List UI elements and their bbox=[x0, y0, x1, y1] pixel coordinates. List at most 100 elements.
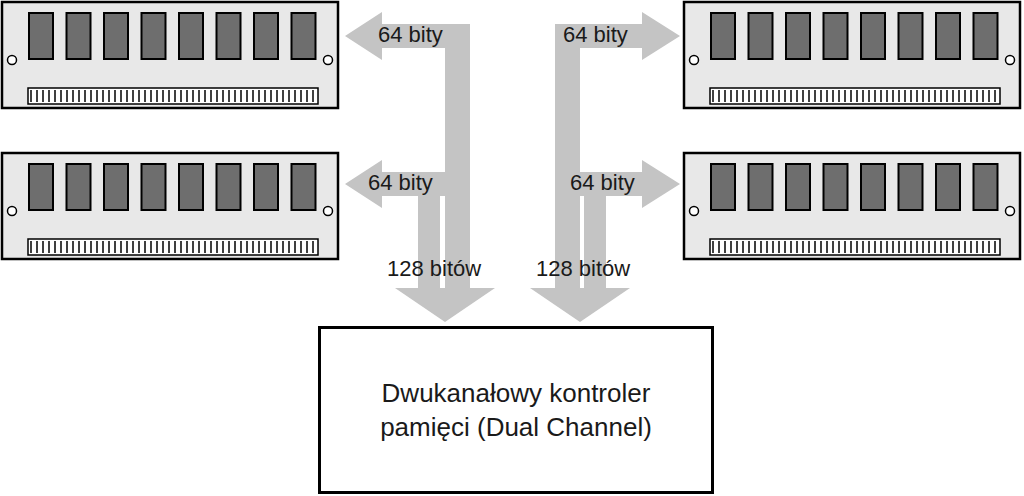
memory-module bbox=[2, 153, 338, 259]
contact-pin bbox=[946, 90, 948, 102]
contact-pin bbox=[964, 241, 966, 253]
contact-pin bbox=[886, 241, 888, 253]
contact-pin bbox=[754, 241, 756, 253]
contact-pin bbox=[186, 241, 188, 253]
contact-pin bbox=[204, 241, 206, 253]
contact-pin bbox=[874, 241, 876, 253]
contact-pin bbox=[84, 241, 86, 253]
contact-pin bbox=[886, 90, 888, 102]
memory-chip bbox=[254, 13, 278, 59]
contact-strip bbox=[28, 88, 318, 104]
contact-pin bbox=[222, 241, 224, 253]
contact-pin bbox=[958, 241, 960, 253]
memory-chip bbox=[67, 164, 91, 210]
contact-pin bbox=[102, 90, 104, 102]
contact-pin bbox=[934, 90, 936, 102]
contact-pin bbox=[210, 90, 212, 102]
contact-pin bbox=[222, 90, 224, 102]
contact-pin bbox=[940, 241, 942, 253]
module-board bbox=[684, 2, 1020, 108]
mount-hole bbox=[8, 207, 17, 216]
memory-chip bbox=[899, 13, 923, 59]
contact-pin bbox=[234, 241, 236, 253]
bus-total-label: 128 bitów bbox=[536, 256, 630, 282]
contact-pin bbox=[240, 90, 242, 102]
contact-pin bbox=[144, 90, 146, 102]
contact-pin bbox=[120, 90, 122, 102]
contact-pin bbox=[850, 90, 852, 102]
contact-pin bbox=[940, 90, 942, 102]
contact-pin bbox=[150, 90, 152, 102]
contact-pin bbox=[946, 241, 948, 253]
contact-pin bbox=[832, 241, 834, 253]
contact-pin bbox=[712, 90, 714, 102]
memory-chip bbox=[899, 164, 923, 210]
contact-pin bbox=[802, 241, 804, 253]
contact-pin bbox=[838, 90, 840, 102]
contact-pin bbox=[910, 241, 912, 253]
contact-pin bbox=[784, 241, 786, 253]
contact-pin bbox=[228, 90, 230, 102]
contact-pin bbox=[820, 90, 822, 102]
contact-pin bbox=[712, 241, 714, 253]
contact-pin bbox=[952, 90, 954, 102]
bus-width-label: 64 bity bbox=[368, 170, 433, 196]
contact-pin bbox=[36, 90, 38, 102]
contact-pin bbox=[48, 90, 50, 102]
bus-total-label: 128 bitów bbox=[387, 256, 481, 282]
contact-pin bbox=[192, 90, 194, 102]
contact-pin bbox=[796, 241, 798, 253]
contact-pin bbox=[192, 241, 194, 253]
contact-pin bbox=[904, 90, 906, 102]
contact-pin bbox=[802, 90, 804, 102]
memory-chip bbox=[29, 13, 53, 59]
contact-pin bbox=[66, 241, 68, 253]
contact-pin bbox=[168, 90, 170, 102]
contact-pin bbox=[126, 90, 128, 102]
contact-pin bbox=[982, 90, 984, 102]
contact-pin bbox=[60, 90, 62, 102]
contact-pin bbox=[216, 90, 218, 102]
contact-pin bbox=[790, 90, 792, 102]
contact-pin bbox=[186, 90, 188, 102]
contact-pin bbox=[880, 241, 882, 253]
contact-pin bbox=[976, 241, 978, 253]
contact-pin bbox=[138, 241, 140, 253]
memory-chip bbox=[711, 13, 735, 59]
contact-pin bbox=[42, 241, 44, 253]
memory-chip bbox=[974, 13, 998, 59]
contact-pin bbox=[718, 241, 720, 253]
contact-pin bbox=[922, 90, 924, 102]
box-text: Dwukanałowy kontroler pamięci (Dual Chan… bbox=[346, 376, 686, 444]
contact-pin bbox=[72, 90, 74, 102]
contact-pin bbox=[90, 90, 92, 102]
contact-pin bbox=[108, 241, 110, 253]
contact-pin bbox=[288, 90, 290, 102]
contact-pin bbox=[264, 90, 266, 102]
contact-pin bbox=[270, 90, 272, 102]
contact-pin bbox=[78, 241, 80, 253]
contact-pin bbox=[814, 90, 816, 102]
contact-pin bbox=[808, 241, 810, 253]
contact-pin bbox=[276, 90, 278, 102]
contact-pin bbox=[748, 90, 750, 102]
controller-box: Dwukanałowy kontroler pamięci (Dual Chan… bbox=[318, 326, 714, 494]
contact-pin bbox=[922, 241, 924, 253]
contact-strip bbox=[710, 239, 1000, 255]
contact-pin bbox=[892, 241, 894, 253]
contact-pin bbox=[772, 90, 774, 102]
contact-pin bbox=[868, 241, 870, 253]
contact-pin bbox=[312, 90, 314, 102]
contact-pin bbox=[312, 241, 314, 253]
mount-hole bbox=[690, 56, 699, 65]
contact-pin bbox=[976, 90, 978, 102]
contact-pin bbox=[258, 241, 260, 253]
contact-pin bbox=[958, 90, 960, 102]
contact-pin bbox=[742, 90, 744, 102]
contact-pin bbox=[162, 90, 164, 102]
memory-chip bbox=[936, 13, 960, 59]
contact-pin bbox=[258, 90, 260, 102]
contact-pin bbox=[288, 241, 290, 253]
contact-pin bbox=[838, 241, 840, 253]
contact-pin bbox=[766, 90, 768, 102]
